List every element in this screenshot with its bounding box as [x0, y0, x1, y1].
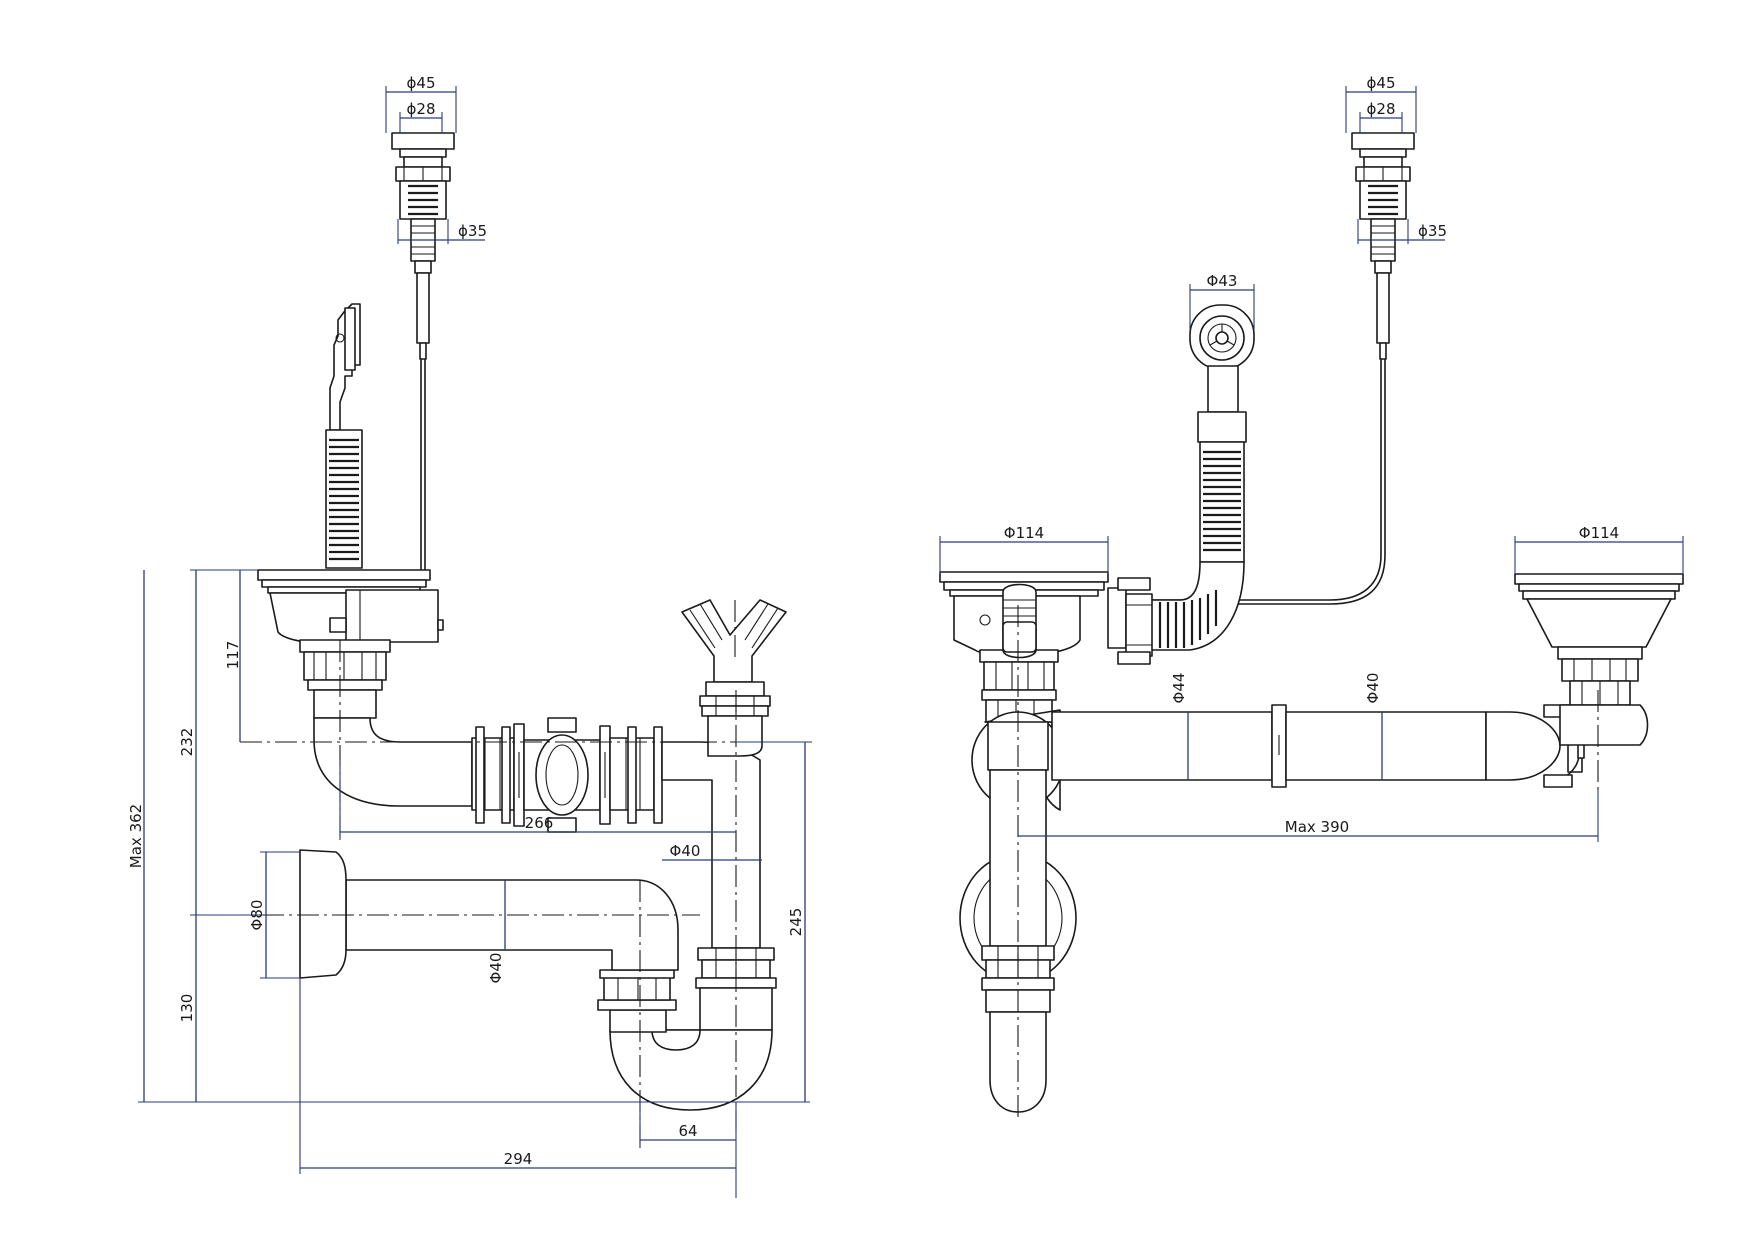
label-total-width: 294 [504, 1150, 533, 1168]
label-wall-pipe: Φ40 [487, 953, 505, 984]
label-basket-right: Φ114 [1579, 524, 1619, 542]
label-overflow-cap-inner-right: ϕ28 [1367, 100, 1396, 118]
label-overflow-cap-outer-left: ϕ45 [407, 74, 436, 92]
y-connector-left [681, 599, 787, 757]
label-overflow-thread-right: ϕ35 [1418, 222, 1447, 240]
label-max-height: Max 362 [127, 804, 145, 868]
label-trap-height: 245 [787, 908, 805, 937]
label-trap-width: 266 [525, 814, 554, 832]
label-connector-pipe-right: Φ40 [1364, 673, 1382, 704]
bottle-trap-left [597, 947, 777, 1111]
label-outlet-height: 130 [178, 994, 196, 1023]
label-trap-pipe: Φ40 [670, 842, 701, 860]
drain-basket-right-left [939, 571, 1153, 723]
label-wall-flange: Φ80 [248, 900, 266, 931]
hose-ribs-right [1203, 450, 1241, 552]
horizontal-pipe-left [313, 717, 761, 949]
label-basket-left: Φ114 [1004, 524, 1044, 542]
overflow-popup-left [391, 132, 455, 571]
sink-drain-left [257, 569, 444, 719]
label-drain-height: 117 [224, 641, 242, 670]
dimensions-right [939, 86, 1684, 842]
hose-ribs [329, 438, 359, 561]
waste-outlet-hose-left [325, 303, 363, 569]
left-assembly-view: ϕ45 ϕ28 ϕ35 117 232 Max 362 130 266 Φ40 … [127, 74, 812, 1198]
dimensions-left [138, 86, 812, 1198]
drain-basket-right-right [1514, 573, 1684, 746]
overflow-head-right [1149, 304, 1255, 651]
label-overflow-head: Φ43 [1207, 272, 1238, 290]
label-bend-offset: 64 [678, 1122, 697, 1140]
label-max-spacing: Max 390 [1285, 818, 1349, 836]
label-overflow-cap-inner-left: ϕ28 [407, 100, 436, 118]
dimension-labels-right: ϕ45 ϕ28 ϕ35 Φ43 Φ114 Φ114 Φ44 Φ40 Max 39… [1004, 74, 1619, 836]
label-drain-to-outlet: 232 [178, 728, 196, 757]
label-overflow-cap-outer-right: ϕ45 [1367, 74, 1396, 92]
overflow-popup-right [1149, 132, 1415, 605]
wall-outlet-left [299, 849, 679, 979]
centerlines-right [1017, 605, 1599, 1120]
label-overflow-thread-left: ϕ35 [458, 222, 487, 240]
dimension-labels-left: ϕ45 ϕ28 ϕ35 117 232 Max 362 130 266 Φ40 … [127, 74, 805, 1168]
label-connector-pipe-left: Φ44 [1170, 673, 1188, 704]
right-assembly-view: ϕ45 ϕ28 ϕ35 Φ43 Φ114 Φ114 Φ44 Φ40 Max 39… [939, 74, 1684, 1120]
connecting-pipe-right [971, 704, 1585, 811]
